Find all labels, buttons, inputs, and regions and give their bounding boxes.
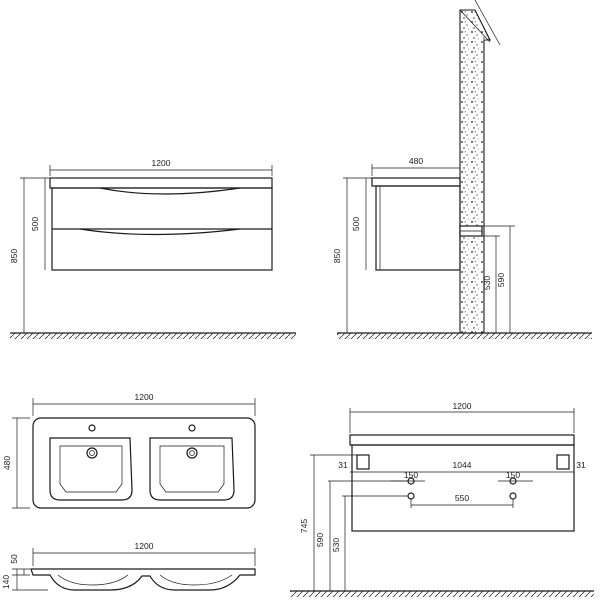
install-cabinet-body bbox=[351, 444, 575, 532]
front-width-label: 1200 bbox=[152, 158, 171, 168]
basin-profile-view: 1200 50 140 bbox=[1, 541, 256, 591]
front-view: 1200 500 850 bbox=[9, 158, 296, 339]
install-countertop bbox=[349, 434, 575, 446]
upper-drawer-handle bbox=[99, 187, 241, 195]
right-bowl-outer bbox=[149, 437, 235, 501]
basin-depth-label: 480 bbox=[2, 456, 12, 470]
left-bowl-outer bbox=[49, 437, 133, 501]
side-cabinet-body bbox=[375, 185, 461, 271]
install-floor-hatch bbox=[290, 591, 594, 597]
front-height-label: 500 bbox=[30, 217, 40, 231]
side-height-label: 500 bbox=[351, 217, 361, 231]
install-drain-span-label: 550 bbox=[455, 493, 469, 503]
basin-width-label: 1200 bbox=[135, 392, 154, 402]
install-bracket-span-label: 1044 bbox=[453, 460, 472, 470]
left-bowl-inner bbox=[59, 445, 123, 493]
install-pipe-high-label: 590 bbox=[315, 533, 325, 547]
install-right-hole-label: 150 bbox=[506, 470, 520, 480]
install-width-label: 1200 bbox=[453, 401, 472, 411]
basin-profile-outline bbox=[30, 568, 256, 591]
side-pipe-low-label: 530 bbox=[482, 276, 492, 290]
side-pipe-high-label: 590 bbox=[496, 273, 506, 287]
left-drain-icon bbox=[86, 447, 98, 459]
side-floor-height-label: 850 bbox=[332, 249, 342, 263]
profile-height-label: 140 bbox=[1, 575, 11, 589]
left-drain-hole-icon bbox=[407, 492, 415, 500]
installation-view: 1200 31 31 1044 150 150 550 745 590 530 bbox=[290, 401, 594, 597]
right-faucet-hole-icon bbox=[188, 424, 196, 432]
right-drain-hole-icon bbox=[509, 492, 517, 500]
side-countertop bbox=[371, 177, 461, 187]
left-faucet-hole-icon bbox=[88, 424, 96, 432]
install-left-hole-label: 150 bbox=[404, 470, 418, 480]
right-bowl-inner bbox=[159, 445, 225, 493]
side-floor-hatch bbox=[337, 333, 592, 339]
side-depth-label: 480 bbox=[409, 156, 423, 166]
profile-width-label: 1200 bbox=[135, 541, 154, 551]
left-bracket-icon bbox=[356, 454, 370, 470]
basin-top-view: 1200 480 bbox=[2, 392, 256, 509]
front-floor-hatch bbox=[10, 333, 296, 339]
install-pipe-low-label: 530 bbox=[331, 538, 341, 552]
right-bracket-icon bbox=[556, 454, 570, 470]
side-view: 480 500 850 530 590 bbox=[332, 0, 592, 339]
install-left-offset-label: 31 bbox=[338, 460, 348, 470]
front-countertop bbox=[49, 177, 273, 189]
install-right-offset-label: 31 bbox=[576, 460, 586, 470]
install-mount-height-label: 745 bbox=[299, 519, 309, 533]
front-floor-height-label: 850 bbox=[9, 249, 19, 263]
profile-rim-label: 50 bbox=[9, 554, 19, 564]
right-drain-icon bbox=[186, 447, 198, 459]
basin-outline bbox=[32, 417, 256, 509]
lower-drawer-handle bbox=[79, 228, 241, 236]
